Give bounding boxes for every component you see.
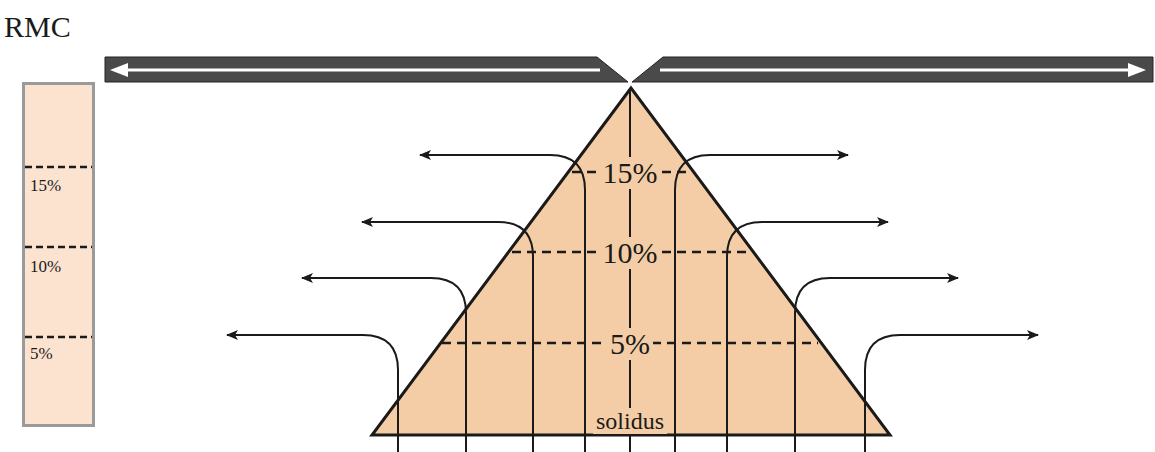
plate-bar [105, 57, 1153, 82]
melt-percent: 5% [30, 345, 53, 362]
column-title: RMC [4, 12, 71, 42]
melt-percent: 10% [30, 258, 61, 275]
melt-percent: 5% [607, 328, 653, 360]
solidus-label: solidus [593, 408, 667, 434]
melt-percent: 15% [30, 177, 61, 194]
column-outline [22, 82, 95, 427]
melt-percent: 15% [600, 157, 661, 189]
residual-mantle-column: RMC15%10%5% [22, 82, 95, 427]
melt-percent: 10% [600, 237, 661, 269]
mantle-flow-lines [227, 88, 1038, 452]
melting-region: 15% 10% 5% solidus [372, 88, 890, 435]
